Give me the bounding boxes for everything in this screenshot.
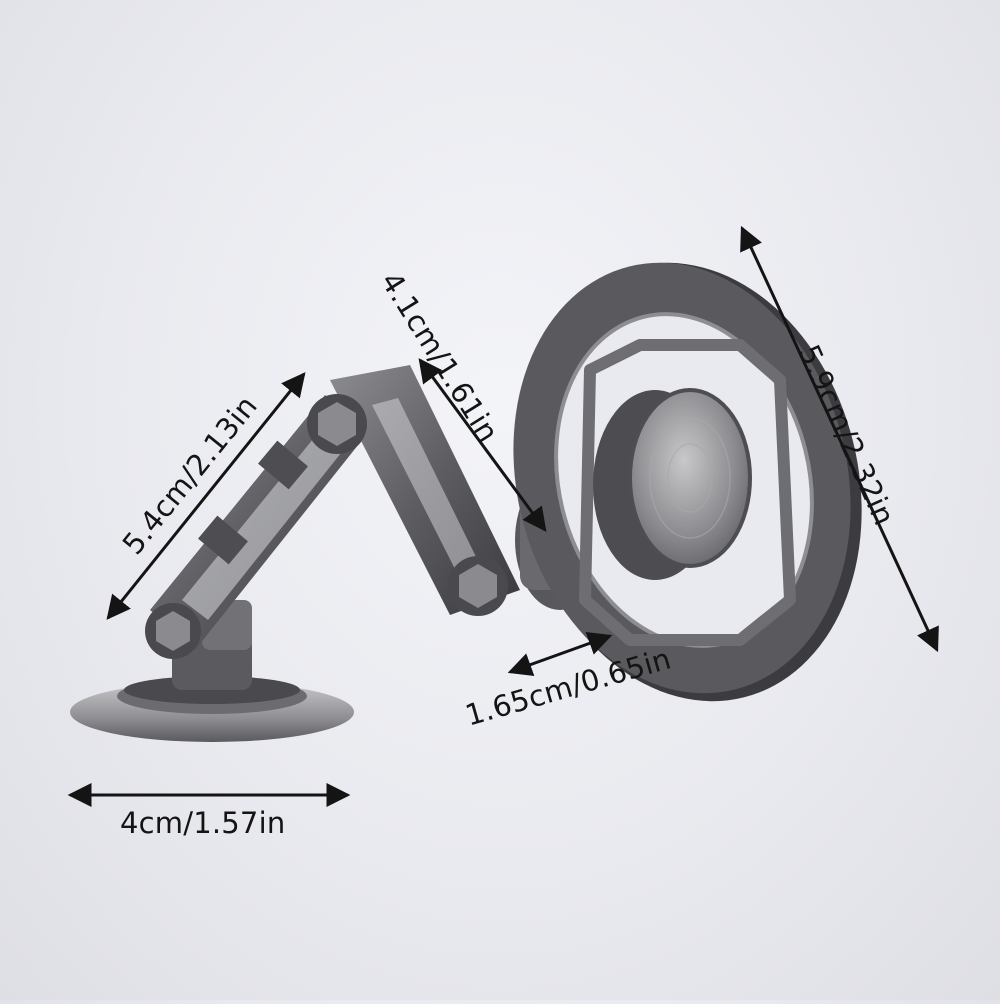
ring-diameter-arrow — [740, 225, 939, 653]
ring-depth-arrow — [507, 632, 613, 676]
arm-length-arrow — [106, 372, 306, 620]
hex-bolt-base — [145, 603, 201, 659]
hex-bolt-head — [448, 556, 508, 616]
link-length-arrow — [418, 358, 547, 532]
base-width-label: 4cm/1.57in — [120, 806, 286, 840]
hex-bolt-elbow — [307, 394, 367, 454]
